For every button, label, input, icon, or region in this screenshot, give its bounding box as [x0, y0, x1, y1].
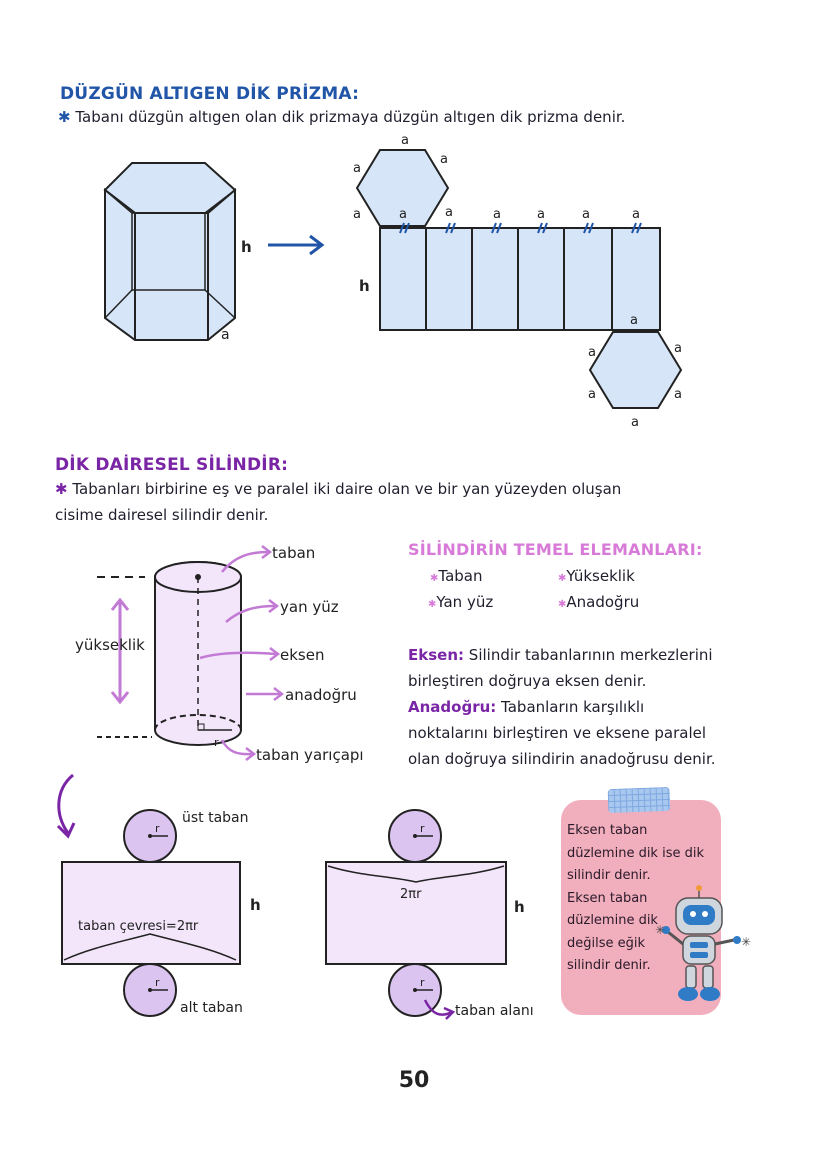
net-bottom-hexagon — [588, 331, 683, 409]
element-anadogru: ✱Anadoğru — [558, 593, 640, 611]
star-bullet-icon: ✱ — [55, 480, 68, 498]
net-top-hexagon — [355, 149, 450, 227]
net2-rectangle — [325, 861, 507, 965]
element-yukseklik: ✱Yükseklik — [558, 567, 635, 585]
curved-arrow-icon — [56, 773, 76, 839]
prism-title: DÜZGÜN ALTIGEN DİK PRİZMA: — [60, 84, 360, 104]
prism-definition: ✱ Tabanı düzgün altıgen olan dik prizmay… — [58, 104, 625, 130]
svg-text:a: a — [632, 207, 640, 222]
prism-h-label: h — [241, 238, 252, 256]
elements-title: SİLİNDİRİN TEMEL ELEMANLARI: — [408, 540, 703, 559]
svg-text:a: a — [631, 415, 639, 430]
svg-text:✳: ✳ — [741, 935, 751, 949]
eksen-definition: Eksen: Silindir tabanlarının merkezlerin… — [408, 646, 716, 768]
svg-text:✳: ✳ — [655, 923, 665, 937]
svg-text:2πr: 2πr — [400, 887, 422, 902]
svg-text:a: a — [493, 207, 501, 222]
svg-text:a: a — [445, 205, 453, 220]
svg-text:a: a — [588, 387, 596, 402]
svg-text:r: r — [155, 822, 160, 835]
svg-text:yan yüz: yan yüz — [280, 598, 339, 616]
svg-text:anadoğru: anadoğru — [285, 686, 357, 704]
svg-text:a: a — [674, 387, 682, 402]
svg-text:taban alanı: taban alanı — [455, 1003, 534, 1019]
svg-text:r: r — [420, 822, 425, 835]
svg-text:a: a — [588, 345, 596, 360]
svg-text:r: r — [214, 736, 219, 749]
arrow-right-icon — [268, 234, 325, 256]
svg-text:r: r — [420, 976, 425, 989]
svg-text:taban çevresi=2πr: taban çevresi=2πr — [78, 919, 199, 934]
svg-text:yükseklik: yükseklik — [75, 636, 145, 654]
svg-text:taban: taban — [272, 544, 315, 562]
prism-a-label: a — [221, 327, 230, 343]
element-yan-yuz: ✱Yan yüz — [428, 593, 494, 611]
svg-text:alt taban: alt taban — [180, 1000, 243, 1016]
page-number: 50 — [398, 1068, 430, 1093]
svg-text:a: a — [582, 207, 590, 222]
cylinder-definition: ✱ Tabanları birbirine eş ve paralel iki … — [55, 480, 622, 524]
svg-text:a: a — [674, 341, 682, 356]
svg-text:h: h — [359, 277, 370, 295]
svg-text:a: a — [399, 207, 407, 222]
svg-text:eksen: eksen — [280, 646, 324, 664]
element-taban: ✱Taban — [430, 567, 483, 585]
prism-definition-text: Tabanı düzgün altıgen olan dik prizmaya … — [75, 108, 626, 126]
height-arrow — [110, 597, 130, 705]
svg-text:h: h — [250, 896, 261, 914]
svg-text:a: a — [440, 152, 448, 167]
svg-text:üst taban: üst taban — [182, 810, 249, 826]
svg-text:taban yarıçapı: taban yarıçapı — [256, 746, 364, 764]
svg-text:a: a — [630, 313, 638, 328]
svg-text:a: a — [353, 161, 361, 176]
svg-text:h: h — [514, 898, 525, 916]
svg-text:a: a — [537, 207, 545, 222]
note-text: Eksen taban düzlemine dik ise dik silind… — [567, 823, 705, 973]
cylinder-title: DİK DAİRESEL SİLİNDİR: — [55, 455, 289, 475]
star-bullet-icon: ✱ — [58, 108, 71, 126]
net1-rectangle — [61, 861, 241, 965]
svg-text:r: r — [155, 976, 160, 989]
svg-text:a: a — [353, 207, 361, 222]
svg-text:a: a — [401, 133, 409, 148]
